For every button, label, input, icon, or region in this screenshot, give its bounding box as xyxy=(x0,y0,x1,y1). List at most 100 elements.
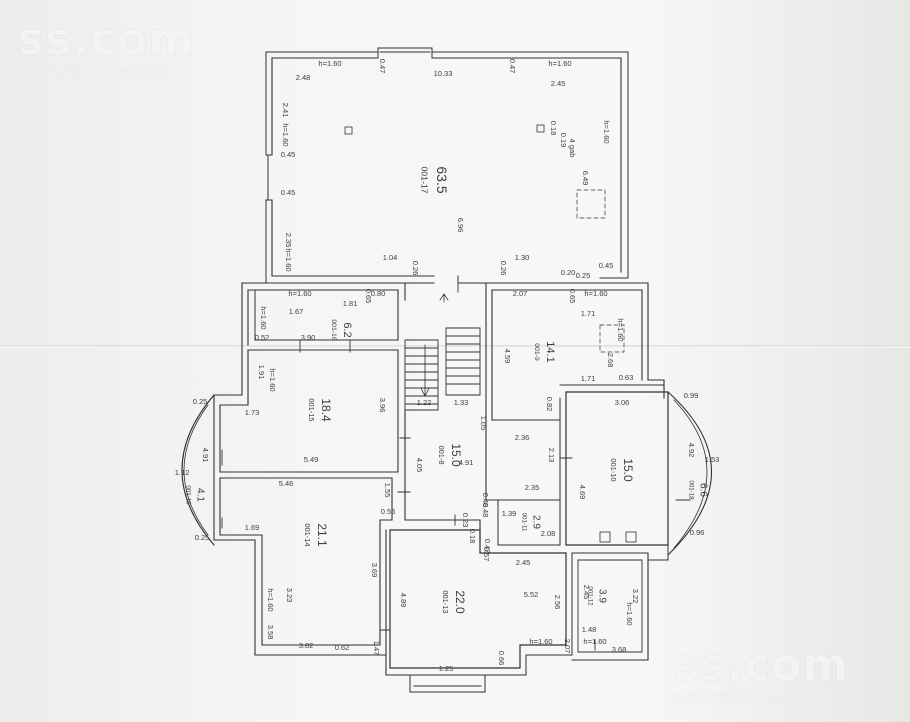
dimension-label: 2.07 xyxy=(563,639,572,654)
dimension-label: 10.33 xyxy=(434,69,453,78)
room-id-label: 001-18 xyxy=(688,480,695,500)
dimension-label: 1.71 xyxy=(581,309,596,318)
dimension-label: 1.81 xyxy=(343,299,358,308)
dimension-label: h=1.60 xyxy=(284,248,293,271)
dimension-label: 0.47 xyxy=(508,59,517,74)
dimension-label: 0.57 xyxy=(482,547,491,562)
dimension-label: 0.65 xyxy=(568,289,577,304)
dimension-label: 1.53 xyxy=(705,455,720,464)
dimension-label: 4.05 xyxy=(415,458,424,473)
dimension-label: 0.48 xyxy=(481,493,490,508)
dimension-label: 0.52 xyxy=(255,333,270,342)
dimension-label: 0.23 xyxy=(461,513,470,528)
wall-room-22-0 xyxy=(389,529,567,669)
dimension-label: 3.69 xyxy=(370,563,379,578)
dimension-label: 5.52 xyxy=(524,590,539,599)
dimension-label: 6.49 xyxy=(581,171,590,186)
wall-room-18-4 xyxy=(219,349,399,473)
dimension-label: 1.71 xyxy=(581,374,596,383)
dimension-label: 4.91 xyxy=(201,448,210,463)
room-area-label: 3.9 xyxy=(597,589,608,603)
dimension-label: h=1.60 xyxy=(281,123,290,146)
dimension-label: 2.13 xyxy=(547,448,556,463)
dimension-label: 0.25 xyxy=(195,533,210,542)
dimension-label: h=1.60 xyxy=(266,588,275,611)
dimension-label: 0.48 xyxy=(481,503,490,518)
dimension-label: 3.96 xyxy=(378,398,387,413)
dimension-label: 1.69 xyxy=(245,523,260,532)
wall-big-room xyxy=(265,51,629,284)
dimension-label: 1.48 xyxy=(582,625,597,634)
dimension-label: 3.22 xyxy=(631,589,640,604)
room-area-label: 4.1 xyxy=(195,488,206,502)
dimension-label: h=1.60 xyxy=(529,637,552,646)
dimension-label: 6.96 xyxy=(456,218,465,233)
dimension-label: 0.80 xyxy=(371,289,386,298)
dimension-label: 1.12 xyxy=(175,468,190,477)
dimension-label: h=1.60 xyxy=(268,368,277,391)
wall-room-6-2 xyxy=(254,289,399,341)
dimension-label: 0.19 xyxy=(559,133,568,148)
dimension-label: 0.96 xyxy=(690,528,705,537)
watermark-brand-bottom: ss.com xyxy=(672,640,850,691)
room-id-label: 001-14 xyxy=(303,523,312,546)
dimension-label: 3.90 xyxy=(301,333,316,342)
dimension-label: 2.07 xyxy=(513,289,528,298)
dimension-label: 4.92 xyxy=(687,443,696,458)
dimension-label: 2.08 xyxy=(541,529,556,538)
dimension-label: 3.68 xyxy=(612,645,627,654)
dimension-label: 2.45 xyxy=(582,585,591,600)
dimension-label: 2.56 xyxy=(553,595,562,610)
dimension-label: 0.66 xyxy=(497,651,506,666)
dimension-label: 1.25 xyxy=(439,664,454,673)
dimension-label: 2.36 xyxy=(515,433,530,442)
dimension-label: 4.59 xyxy=(503,349,512,364)
dimension-label: 0.55 xyxy=(381,507,396,516)
room-area-label: 21.1 xyxy=(315,523,329,547)
paper-fold-line xyxy=(0,345,910,348)
dimension-label: 2.41 xyxy=(281,103,290,118)
dimension-label: 0.26 xyxy=(499,261,508,276)
dimension-label: 4.69 xyxy=(578,485,587,500)
dimension-label: 1.22 xyxy=(417,398,432,407)
wall-room-3-9 xyxy=(571,552,649,661)
dimension-label: 0.18 xyxy=(549,121,558,136)
dimension-label: 0.99 xyxy=(684,391,699,400)
dimension-label: 1.55 xyxy=(383,483,392,498)
room-id-label: 001-11 xyxy=(521,513,528,532)
dimension-label: 0.47 xyxy=(483,539,492,554)
room-id-label: 001-10 xyxy=(609,458,618,481)
dimension-label: h=1.60 xyxy=(584,289,607,298)
room-id-label: 001-17 xyxy=(420,166,430,193)
room-id-label: 001-13 xyxy=(441,590,450,613)
dimension-label: 1.30 xyxy=(515,253,530,262)
staircase xyxy=(404,293,481,411)
room-id-label: 001-16 xyxy=(330,319,337,340)
room-id-label: 001-19 xyxy=(185,485,192,505)
dimension-label: h=1.60 xyxy=(318,59,341,68)
dimension-label: 5.46 xyxy=(279,479,294,488)
dimension-label: 1.04 xyxy=(383,253,398,262)
dimension-label: h=1.60 xyxy=(259,306,268,329)
dimension-label: h=1.60 xyxy=(616,318,625,341)
dimension-label: 0.25 xyxy=(193,397,208,406)
dimension-label: 0.45 xyxy=(281,150,296,159)
room-area-label: 15.0 xyxy=(621,458,635,482)
dimension-label: 0.62 xyxy=(335,643,350,652)
room-area-label: 6.2 xyxy=(341,322,353,337)
dimension-label: 5.49 xyxy=(304,455,319,464)
dimension-label: 0.18 xyxy=(468,529,477,544)
dimension-label: 4.89 xyxy=(399,593,408,608)
dimension-label: 3.23 xyxy=(285,588,294,603)
dimension-label: 2.45 xyxy=(516,558,531,567)
room-id-label: 001-9 xyxy=(533,343,540,361)
dimension-label: 1.73 xyxy=(245,408,260,417)
room-area-label: 2.9 xyxy=(531,515,542,529)
dimension-label: 2.45 xyxy=(551,79,566,88)
dimension-label: 0.82 xyxy=(545,397,554,412)
dimension-label: h=1.60 xyxy=(625,602,634,625)
watermark-brand-top: ss.com xyxy=(18,14,196,65)
watermark-tagline-bottom: sludinājumu serviss xyxy=(673,690,821,705)
